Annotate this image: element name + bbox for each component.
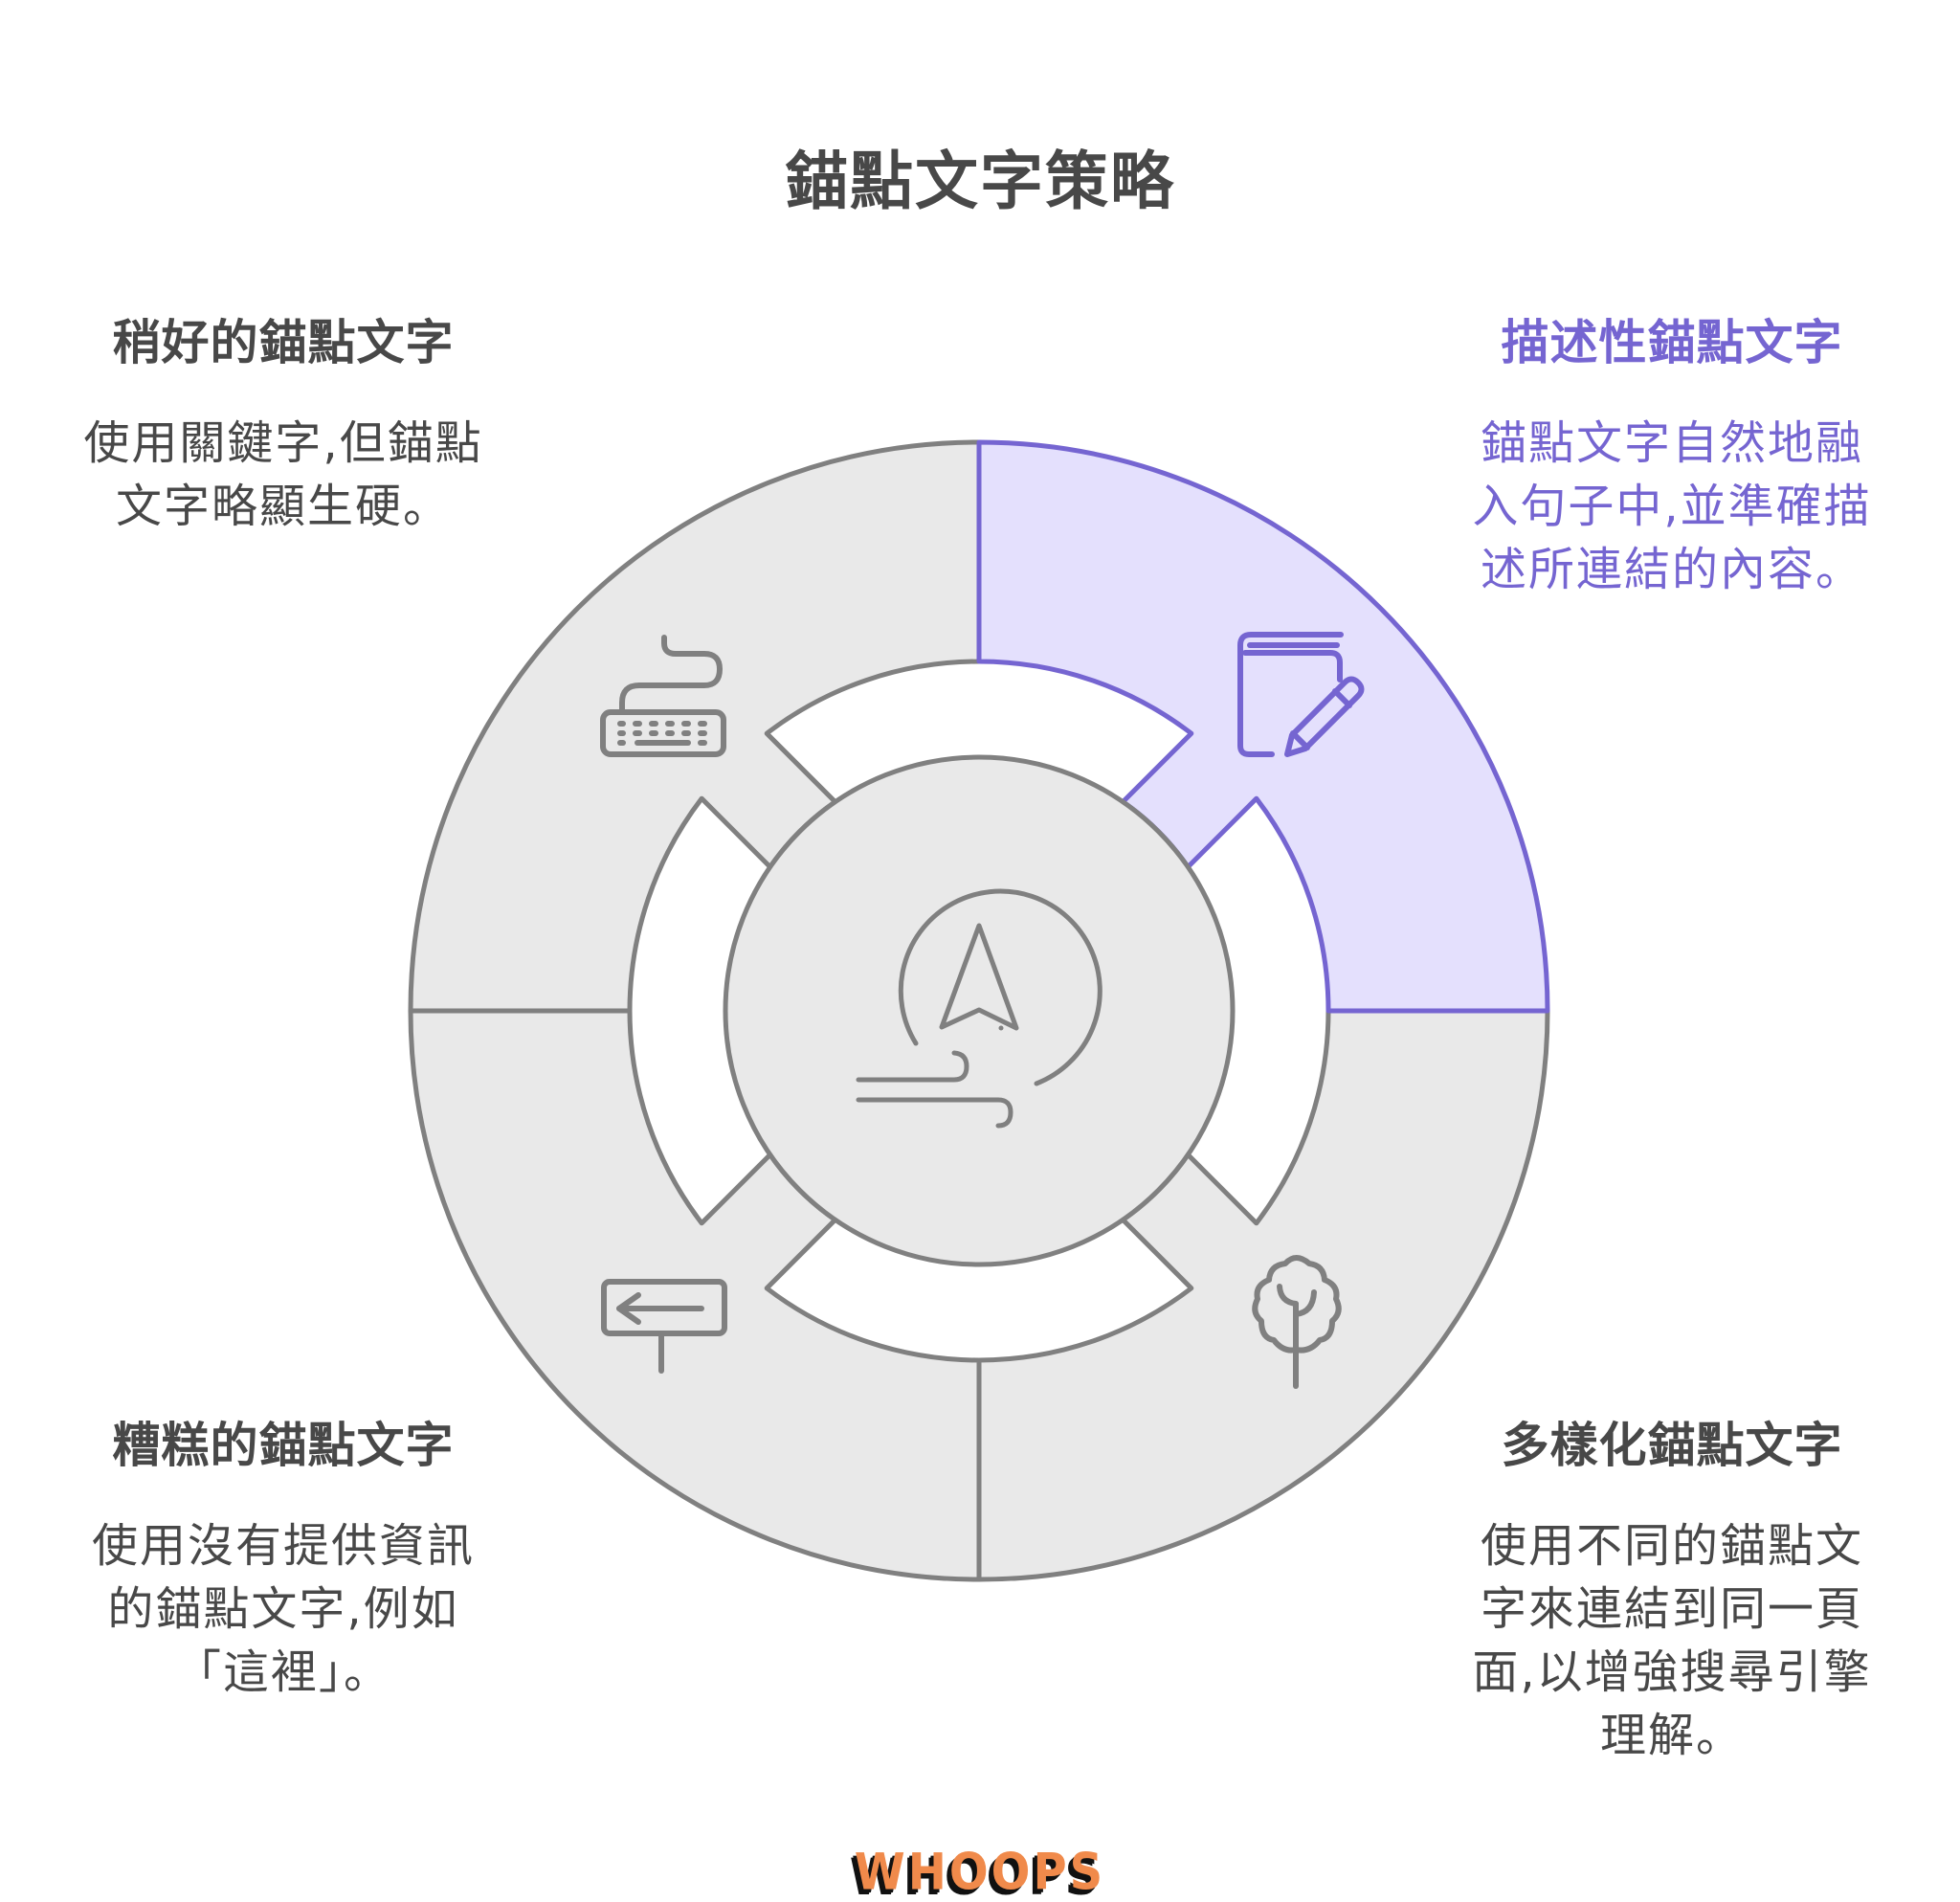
description-line: 使用關鍵字,但錨點 (83, 416, 483, 470)
quadrant-description: 錨點文字自然地融 入句子中,並準確描 述所連結的內容。 (1442, 412, 1902, 601)
quadrant-description: 使用關鍵字,但錨點 文字略顯生硬。 (54, 412, 513, 538)
quadrant-heading: 多樣化錨點文字 (1501, 1418, 1843, 1473)
quadrant-top-right-text: 描述性錨點文字 錨點文字自然地融 入句子中,並準確描 述所連結的內容。 (1442, 312, 1902, 601)
book-pencil-icon (1237, 632, 1365, 757)
description-line: 的錨點文字,例如 (107, 1582, 459, 1636)
whoops-logo: WHOOPS (854, 1843, 1106, 1902)
quadrant-heading: 描述性錨點文字 (1501, 315, 1843, 370)
quadrant-bottom-right-text: 多樣化錨點文字 使用不同的錨點文 字來連結到同一頁 面,以增強搜尋引擎 理解。 (1442, 1415, 1902, 1767)
quadrant-heading: 稍好的錨點文字 (112, 315, 455, 370)
signpost-arrow-left-icon (601, 1279, 727, 1374)
description-line: 「這裡」。 (174, 1645, 391, 1699)
quadrant-bottom-left-text: 糟糕的錨點文字 使用沒有提供資訊 的錨點文字,例如 「這裡」。 (54, 1415, 513, 1704)
tree-icon (1252, 1255, 1342, 1389)
description-line: 字來連結到同一頁 (1480, 1582, 1863, 1636)
description-line: 文字略顯生硬。 (115, 480, 451, 533)
description-line: 使用不同的錨點文 (1480, 1519, 1863, 1573)
description-line: 使用沒有提供資訊 (91, 1519, 475, 1573)
description-line: 理解。 (1599, 1709, 1744, 1762)
compass-navigation-wind-icon (856, 888, 1102, 1129)
quadrant-top-left-text: 稍好的錨點文字 使用關鍵字,但錨點 文字略顯生硬。 (54, 312, 513, 538)
description-line: 述所連結的內容。 (1480, 543, 1863, 596)
quadrant-description: 使用不同的錨點文 字來連結到同一頁 面,以增強搜尋引擎 理解。 (1442, 1514, 1902, 1767)
diagram-title: 錨點文字策略 (785, 145, 1175, 218)
description-line: 錨點文字自然地融 (1480, 416, 1863, 470)
quadrant-description: 使用沒有提供資訊 的錨點文字,例如 「這裡」。 (54, 1514, 513, 1704)
quadrant-heading: 糟糕的錨點文字 (112, 1418, 455, 1473)
description-line: 面,以增強搜尋引擎 (1472, 1645, 1872, 1699)
keyboard-icon (600, 635, 726, 757)
description-line: 入句子中,並準確描 (1472, 480, 1872, 533)
